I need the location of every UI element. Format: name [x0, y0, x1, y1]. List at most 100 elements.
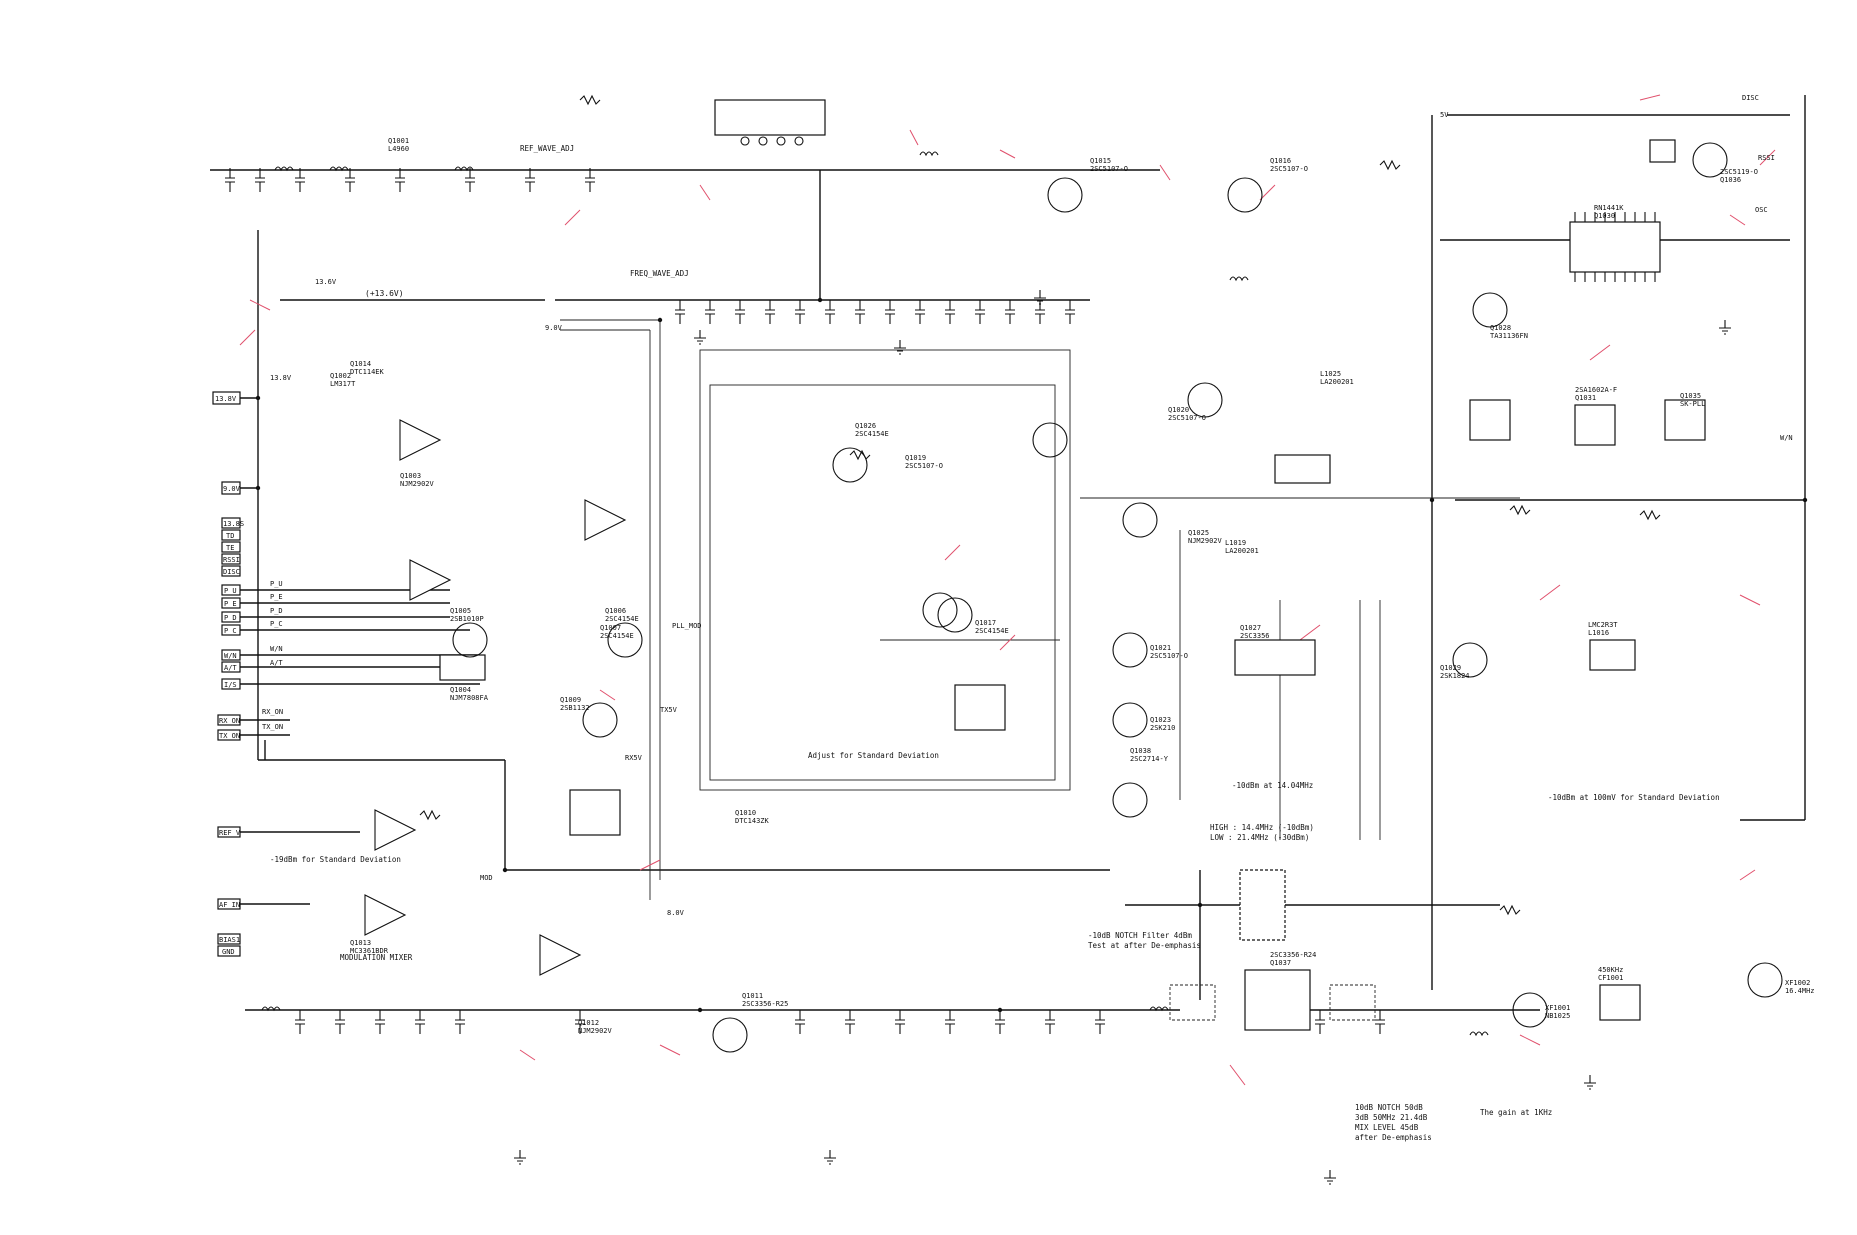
svg-text:P_D: P_D	[224, 614, 237, 622]
svg-text:13.8S: 13.8S	[223, 520, 244, 528]
connector-p-u[interactable]: P_U	[221, 584, 241, 596]
connector-af-in[interactable]: AF_IN	[217, 898, 241, 910]
svg-text:CF1001: CF1001	[1598, 974, 1623, 982]
note-test-after-deemphasis: Test at after De-emphasis	[1088, 941, 1201, 950]
svg-text:GND: GND	[222, 948, 235, 956]
connector-9v[interactable]: 9.0V	[221, 481, 241, 495]
note-10dbm-100mv: -10dBm at 100mV for Standard Deviation	[1548, 793, 1720, 802]
note-19dbm: -19dBm for Standard Deviation	[270, 855, 401, 864]
svg-text:450KHz: 450KHz	[1598, 966, 1623, 974]
svg-text:Q1004: Q1004	[450, 686, 471, 694]
svg-text:Q1014: Q1014	[350, 360, 371, 368]
svg-text:RN1441K: RN1441K	[1594, 204, 1624, 212]
svg-text:2SC3356-R24: 2SC3356-R24	[1270, 951, 1316, 959]
connector-p-d[interactable]: P_D	[221, 611, 241, 623]
op-amps	[364, 419, 627, 976]
svg-text:LMC2R3T: LMC2R3T	[1588, 621, 1618, 629]
svg-text:Q1017: Q1017	[975, 619, 996, 627]
note-ref-wave-adj: REF_WAVE_ADJ	[520, 144, 574, 153]
rail-13-8: 13.8V	[270, 374, 292, 382]
svg-text:LA200201: LA200201	[1225, 547, 1259, 555]
svg-text:Q1025: Q1025	[1188, 529, 1209, 537]
note-notch-50db: 10dB NOTCH 50dB	[1355, 1103, 1423, 1112]
svg-text:Q1005: Q1005	[450, 607, 471, 615]
connector-tx-on[interactable]: TX_ON	[217, 729, 241, 741]
ic-blocks	[439, 99, 1706, 1031]
connector-i-s[interactable]: I/S	[221, 678, 241, 690]
connector-13-8s[interactable]: 13.8S	[221, 517, 244, 529]
connector-a-t[interactable]: A/T	[221, 661, 241, 673]
connector-p-c[interactable]: P_C	[221, 624, 241, 636]
svg-text:Q1031: Q1031	[1575, 394, 1596, 402]
svg-text:NJM2902V: NJM2902V	[400, 480, 435, 488]
connector-rssi[interactable]: RSSI	[221, 553, 241, 565]
connector-te[interactable]: TE	[221, 541, 241, 553]
svg-text:AF_IN: AF_IN	[219, 901, 240, 909]
svg-text:2SC5107-O: 2SC5107-O	[1168, 414, 1206, 422]
net-osc: OSC	[1755, 206, 1768, 214]
svg-text:2SC4154E: 2SC4154E	[600, 632, 634, 640]
net-rssi: RSSI	[1758, 154, 1775, 162]
svg-text:2SB1132: 2SB1132	[560, 704, 590, 712]
svg-text:Q1016: Q1016	[1270, 157, 1291, 165]
svg-text:NJM2902V: NJM2902V	[1188, 537, 1223, 545]
connector-ref-v[interactable]: REF_V	[217, 826, 241, 838]
svg-text:2SA1602A-F: 2SA1602A-F	[1575, 386, 1617, 394]
svg-text:2SK210: 2SK210	[1150, 724, 1175, 732]
net-a-t-left: A/T	[270, 659, 283, 667]
svg-text:2SC5107-O: 2SC5107-O	[1270, 165, 1308, 173]
svg-text:REF_V: REF_V	[219, 829, 241, 837]
connector-w-n[interactable]: W/N	[221, 649, 241, 661]
net-p-u: P_U	[270, 580, 283, 588]
rail-8v: 8.0V	[667, 909, 685, 917]
connector-gnd[interactable]: GND	[217, 945, 241, 957]
rail-plus13-6: (+13.6V)	[365, 289, 404, 298]
svg-text:P_E: P_E	[224, 600, 237, 608]
note-after-deemphasis: after De-emphasis	[1355, 1133, 1432, 1142]
svg-text:NB1025: NB1025	[1545, 1012, 1570, 1020]
annotations: Adjust for Standard Deviation -19dBm for…	[270, 144, 1720, 1142]
svg-text:Q1035: Q1035	[1680, 392, 1701, 400]
svg-text:XF1001: XF1001	[1545, 1004, 1570, 1012]
svg-text:Q1036: Q1036	[1720, 176, 1741, 184]
svg-text:9.0V: 9.0V	[223, 485, 241, 493]
connector-p-e[interactable]: P_E	[221, 597, 241, 609]
svg-text:NJM7808FA: NJM7808FA	[450, 694, 489, 702]
svg-text:Q1015: Q1015	[1090, 157, 1111, 165]
svg-text:Q1027: Q1027	[1240, 624, 1261, 632]
connector-13-8v[interactable]: 13.8V	[212, 391, 241, 405]
svg-text:A/T: A/T	[224, 664, 237, 672]
connector-td[interactable]: TD	[221, 529, 241, 541]
svg-text:Q1030: Q1030	[1594, 212, 1615, 220]
net-mod: MOD	[480, 874, 493, 882]
connector-disc[interactable]: DISC	[221, 565, 241, 577]
svg-text:NJM2902V: NJM2902V	[578, 1027, 613, 1035]
svg-text:RSSI: RSSI	[223, 556, 240, 564]
svg-text:Q1009: Q1009	[560, 696, 581, 704]
connector-rx-on[interactable]: RX_ON	[217, 714, 241, 726]
junction-dots	[255, 297, 1808, 1013]
svg-text:SK-PLL: SK-PLL	[1680, 400, 1705, 408]
net-w-n-right: W/N	[1780, 434, 1793, 442]
svg-text:Q1010: Q1010	[735, 809, 756, 817]
svg-text:2SC2714-Y: 2SC2714-Y	[1130, 755, 1169, 763]
connector-bias1[interactable]: BIAS1	[217, 933, 241, 945]
